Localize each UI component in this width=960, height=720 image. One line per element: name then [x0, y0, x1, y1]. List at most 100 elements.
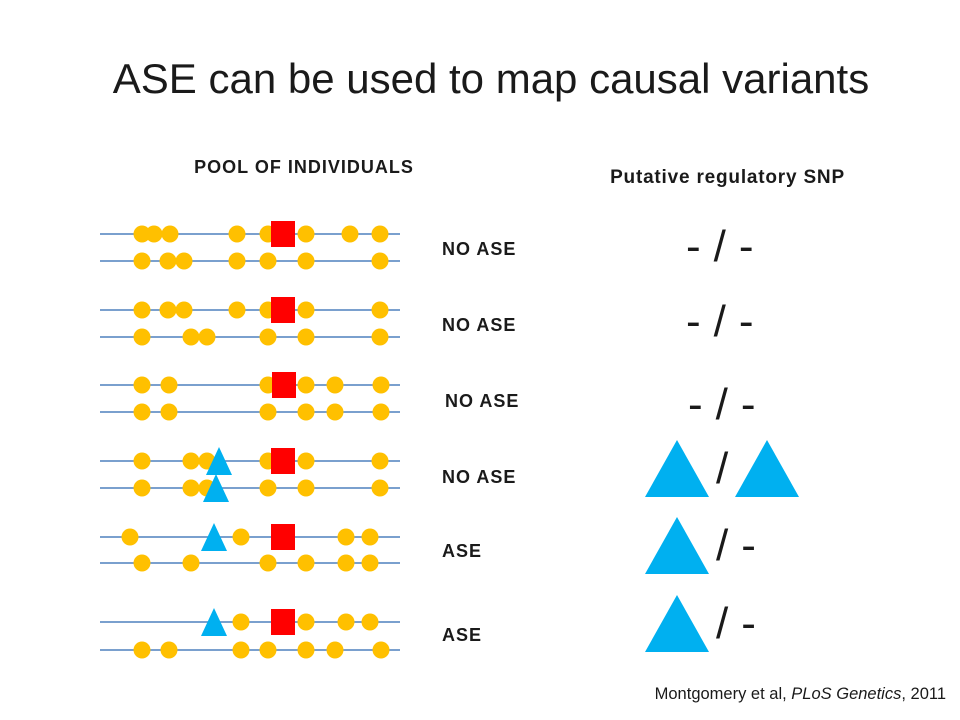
blue-triangle-icon [201, 523, 227, 551]
genotype-separator: / [716, 520, 729, 570]
yellow-circle-icon [133, 479, 151, 497]
red-square-icon [271, 609, 295, 635]
yellow-circle-icon [198, 328, 216, 346]
haplotype-bottom [100, 252, 400, 270]
yellow-circle-icon [133, 554, 151, 572]
yellow-circle-icon [337, 528, 355, 546]
yellow-circle-icon [361, 613, 379, 631]
snp-heading: Putative regulatory SNP [610, 167, 845, 188]
yellow-circle-icon [133, 328, 151, 346]
blue-triangle-icon-shape [645, 595, 709, 652]
haplotype-top [100, 523, 400, 551]
yellow-circle-icon [297, 613, 315, 631]
yellow-circle-icon [371, 479, 389, 497]
genotype-separator: / [715, 380, 728, 429]
haplotype-top [100, 297, 400, 323]
allele-1-text: - [686, 297, 701, 346]
yellow-circle-icon [133, 641, 151, 659]
yellow-circle-icon [297, 376, 315, 394]
citation-journal: PLoS Genetics [791, 685, 902, 703]
individual-1 [100, 221, 400, 270]
yellow-circle-icon [297, 252, 315, 270]
yellow-circle-icon [175, 252, 193, 270]
yellow-circle-icon [159, 252, 177, 270]
yellow-circle-icon [133, 301, 151, 319]
yellow-circle-icon [182, 554, 200, 572]
yellow-circle-icon [297, 301, 315, 319]
yellow-circle-icon [232, 613, 250, 631]
genotype-separator: / [713, 222, 726, 271]
blue-triangle-icon [735, 440, 800, 497]
genotype-separator: / [713, 297, 726, 346]
slide-title: ASE can be used to map causal variants [112, 55, 870, 102]
genotype-row: -/- [686, 300, 754, 344]
yellow-circle-icon [259, 479, 277, 497]
yellow-circle-icon [182, 328, 200, 346]
yellow-circle-icon [133, 252, 151, 270]
haplotype-bottom [100, 554, 400, 572]
yellow-circle-icon [259, 554, 277, 572]
genotype-row: -/- [688, 383, 756, 427]
haplotype-top [100, 221, 400, 247]
yellow-circle-icon [297, 554, 315, 572]
haplotype-top [100, 447, 400, 475]
yellow-circle-icon [337, 613, 355, 631]
red-square-icon [271, 221, 295, 247]
yellow-circle-icon [259, 403, 277, 421]
ase-status-label: ASE [442, 541, 483, 561]
red-square-icon [272, 372, 296, 398]
yellow-circle-icon [371, 452, 389, 470]
yellow-circle-icon [160, 641, 178, 659]
yellow-circle-icon [297, 403, 315, 421]
yellow-circle-icon [372, 376, 390, 394]
yellow-circle-icon [133, 225, 151, 243]
genotype-separator: / [716, 443, 729, 493]
blue-triangle-icon [206, 447, 232, 475]
ase-status-label: NO ASE [445, 391, 520, 411]
yellow-circle-icon [297, 641, 315, 659]
yellow-circle-icon [159, 301, 177, 319]
yellow-circle-icon [372, 403, 390, 421]
yellow-circle-icon [182, 479, 200, 497]
blue-triangle-icon [203, 474, 229, 502]
pool-heading: POOL OF INDIVIDUALS [194, 157, 414, 177]
genotype-row: /- [645, 595, 756, 652]
yellow-circle-icon [161, 225, 179, 243]
yellow-circle-icon [160, 376, 178, 394]
yellow-circle-icon [371, 301, 389, 319]
red-square-icon [271, 524, 295, 550]
citation: Montgomery et al, PLoS Genetics, 2011 [655, 684, 946, 704]
yellow-circle-icon [297, 452, 315, 470]
yellow-circle-icon [371, 252, 389, 270]
haplotype-top [100, 608, 400, 636]
yellow-circle-icon [228, 301, 246, 319]
yellow-circle-icon [228, 225, 246, 243]
allele-2-text: - [738, 297, 754, 346]
haplotype-bottom [100, 474, 400, 502]
yellow-circle-icon [297, 479, 315, 497]
allele-2-text: - [738, 222, 754, 271]
yellow-circle-icon [361, 554, 379, 572]
yellow-circle-icon [133, 403, 151, 421]
yellow-circle-icon [121, 528, 139, 546]
yellow-circle-icon [259, 641, 277, 659]
blue-triangle-icon [201, 608, 227, 636]
yellow-circle-icon [182, 452, 200, 470]
haplotype-top [100, 372, 400, 398]
yellow-circle-icon [145, 225, 163, 243]
genotype-row: / [645, 440, 800, 497]
ase-status-label: NO ASE [442, 239, 517, 259]
yellow-circle-icon [259, 328, 277, 346]
yellow-circle-icon [175, 301, 193, 319]
individual-4 [100, 447, 400, 502]
yellow-circle-icon [371, 328, 389, 346]
individual-6 [100, 608, 400, 659]
yellow-circle-icon [259, 252, 277, 270]
individual-5 [100, 523, 400, 572]
allele-2-text: - [740, 380, 756, 429]
citation-authors: Montgomery et al, [654, 685, 792, 703]
haplotype-bottom [100, 403, 400, 421]
blue-triangle-icon-shape [645, 517, 709, 574]
